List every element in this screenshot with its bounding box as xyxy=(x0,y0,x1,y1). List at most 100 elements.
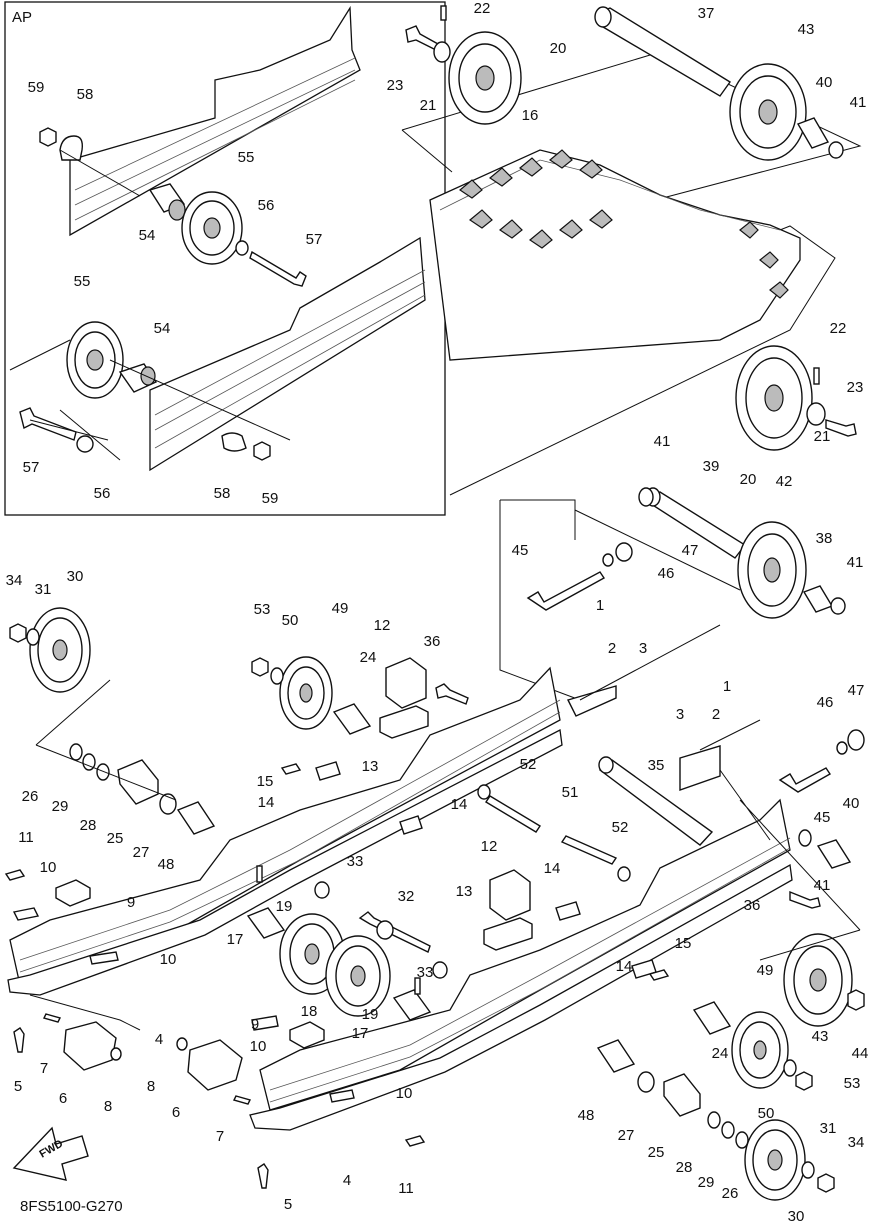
bracket-12-upper xyxy=(385,657,427,709)
clip-14-c xyxy=(555,901,581,921)
callout-1-28: 1 xyxy=(596,597,604,614)
inset-upper-rail xyxy=(69,5,361,237)
inset-callout-55-6: 55 xyxy=(74,273,91,290)
callout-21-5: 21 xyxy=(420,97,437,114)
washer-41-right xyxy=(830,597,846,615)
callout-15-67: 15 xyxy=(675,935,692,952)
collar-24-lower xyxy=(692,1001,732,1035)
clip-14-a xyxy=(315,761,341,781)
collar-17-lower xyxy=(392,989,432,1021)
callout-19-60: 19 xyxy=(276,898,293,915)
plate-10-b xyxy=(89,951,119,965)
callout-17-72: 17 xyxy=(352,1025,369,1042)
callout-49-73: 49 xyxy=(757,962,774,979)
callout-19-71: 19 xyxy=(362,1006,379,1023)
collar-40-upper xyxy=(796,117,830,149)
callout-52-39: 52 xyxy=(520,756,537,773)
callout-38-19: 38 xyxy=(816,530,833,547)
wheel-30-left xyxy=(29,607,91,693)
callout-3-30: 3 xyxy=(639,640,647,657)
callout-5-100: 5 xyxy=(284,1196,292,1213)
screw-5-b xyxy=(257,1163,269,1189)
callout-10-66: 10 xyxy=(160,951,177,968)
callout-30-101: 30 xyxy=(788,1208,805,1223)
callout-4-74: 4 xyxy=(155,1031,163,1048)
collar-47-upper xyxy=(615,542,633,562)
slider-9-lower xyxy=(289,1021,325,1049)
nut-34-left xyxy=(9,623,27,643)
callout-14-45: 14 xyxy=(451,796,468,813)
callout-20-12: 20 xyxy=(740,471,757,488)
wheel-42 xyxy=(737,521,807,619)
callout-45-16: 45 xyxy=(512,542,529,559)
inset-callout-54-7: 54 xyxy=(154,320,171,337)
callout-10-57: 10 xyxy=(40,859,57,876)
callout-29-96: 29 xyxy=(698,1174,715,1191)
washer-52-upper xyxy=(477,784,491,800)
inset-callout-55-2: 55 xyxy=(238,149,255,166)
callout-43-2: 43 xyxy=(798,21,815,38)
callout-35-47: 35 xyxy=(648,757,665,774)
inset-washer-56b xyxy=(76,435,94,453)
callout-50-91: 50 xyxy=(758,1105,775,1122)
callout-12-56: 12 xyxy=(481,838,498,855)
callout-30-23: 30 xyxy=(67,568,84,585)
callout-13-38: 13 xyxy=(362,758,379,775)
callout-25-51: 25 xyxy=(107,830,124,847)
wheel-30-right xyxy=(744,1119,806,1201)
callout-49-26: 49 xyxy=(332,600,349,617)
callout-3-34: 3 xyxy=(676,706,684,723)
callout-36-63: 36 xyxy=(744,897,761,914)
washer-41-mid xyxy=(638,487,654,507)
callout-50-25: 50 xyxy=(282,612,299,629)
callout-11-50: 11 xyxy=(18,829,34,846)
clip-14-b xyxy=(399,815,423,835)
callout-53-24: 53 xyxy=(254,601,271,618)
plate-10-c xyxy=(251,1015,279,1031)
callout-8-84: 8 xyxy=(147,1078,155,1095)
callout-47-17: 47 xyxy=(682,542,699,559)
bolt-45-lower xyxy=(778,767,832,793)
slider-9-upper xyxy=(55,879,91,907)
rivet-15-b xyxy=(648,969,670,981)
callout-51-46: 51 xyxy=(562,784,579,801)
bracket-2-lower xyxy=(679,745,721,791)
bolt-51-b xyxy=(560,835,618,865)
collar-48-upper xyxy=(176,801,216,835)
nut-34-right xyxy=(817,1173,835,1193)
zerk-19-a xyxy=(256,865,263,883)
stopper-6-left xyxy=(63,1021,117,1071)
inset-detail-ap: AP xyxy=(4,1,446,516)
zerk-22-lower xyxy=(813,367,820,385)
slide-rail-right xyxy=(249,798,793,1131)
wheel-18-b xyxy=(325,935,391,1017)
callout-44-79: 44 xyxy=(852,1045,869,1062)
callout-23-4: 23 xyxy=(387,77,404,94)
callout-39-14: 39 xyxy=(703,458,720,475)
bolt-36-upper xyxy=(435,683,469,705)
callout-52-54: 52 xyxy=(612,819,629,836)
washer-41-upper xyxy=(828,141,844,159)
washer-41-lower xyxy=(798,829,812,847)
callout-14-68: 14 xyxy=(616,958,633,975)
inset-title: AP xyxy=(12,9,32,26)
callout-41-7: 41 xyxy=(850,94,867,111)
callout-20-3: 20 xyxy=(550,40,567,57)
collar-48-lower xyxy=(596,1039,636,1073)
inset-callout-58-10: 58 xyxy=(214,485,231,502)
callout-26-97: 26 xyxy=(722,1185,739,1202)
washer-50-lower xyxy=(783,1059,797,1077)
callout-46-18: 46 xyxy=(658,565,675,582)
callout-53-86: 53 xyxy=(844,1075,861,1092)
rivet-15-a xyxy=(280,763,302,775)
callout-10-77: 10 xyxy=(250,1038,267,1055)
callout-47-37: 47 xyxy=(848,682,865,699)
callout-6-87: 6 xyxy=(172,1104,180,1121)
inset-callout-54-5: 54 xyxy=(139,227,156,244)
washer-8-a xyxy=(110,1047,122,1061)
wheel-49-lower xyxy=(731,1011,789,1089)
inset-wheel-55a xyxy=(181,191,243,265)
wheel-49-upper xyxy=(279,656,333,730)
leader-lines xyxy=(29,624,861,1031)
wheel-43-upper xyxy=(729,63,807,161)
